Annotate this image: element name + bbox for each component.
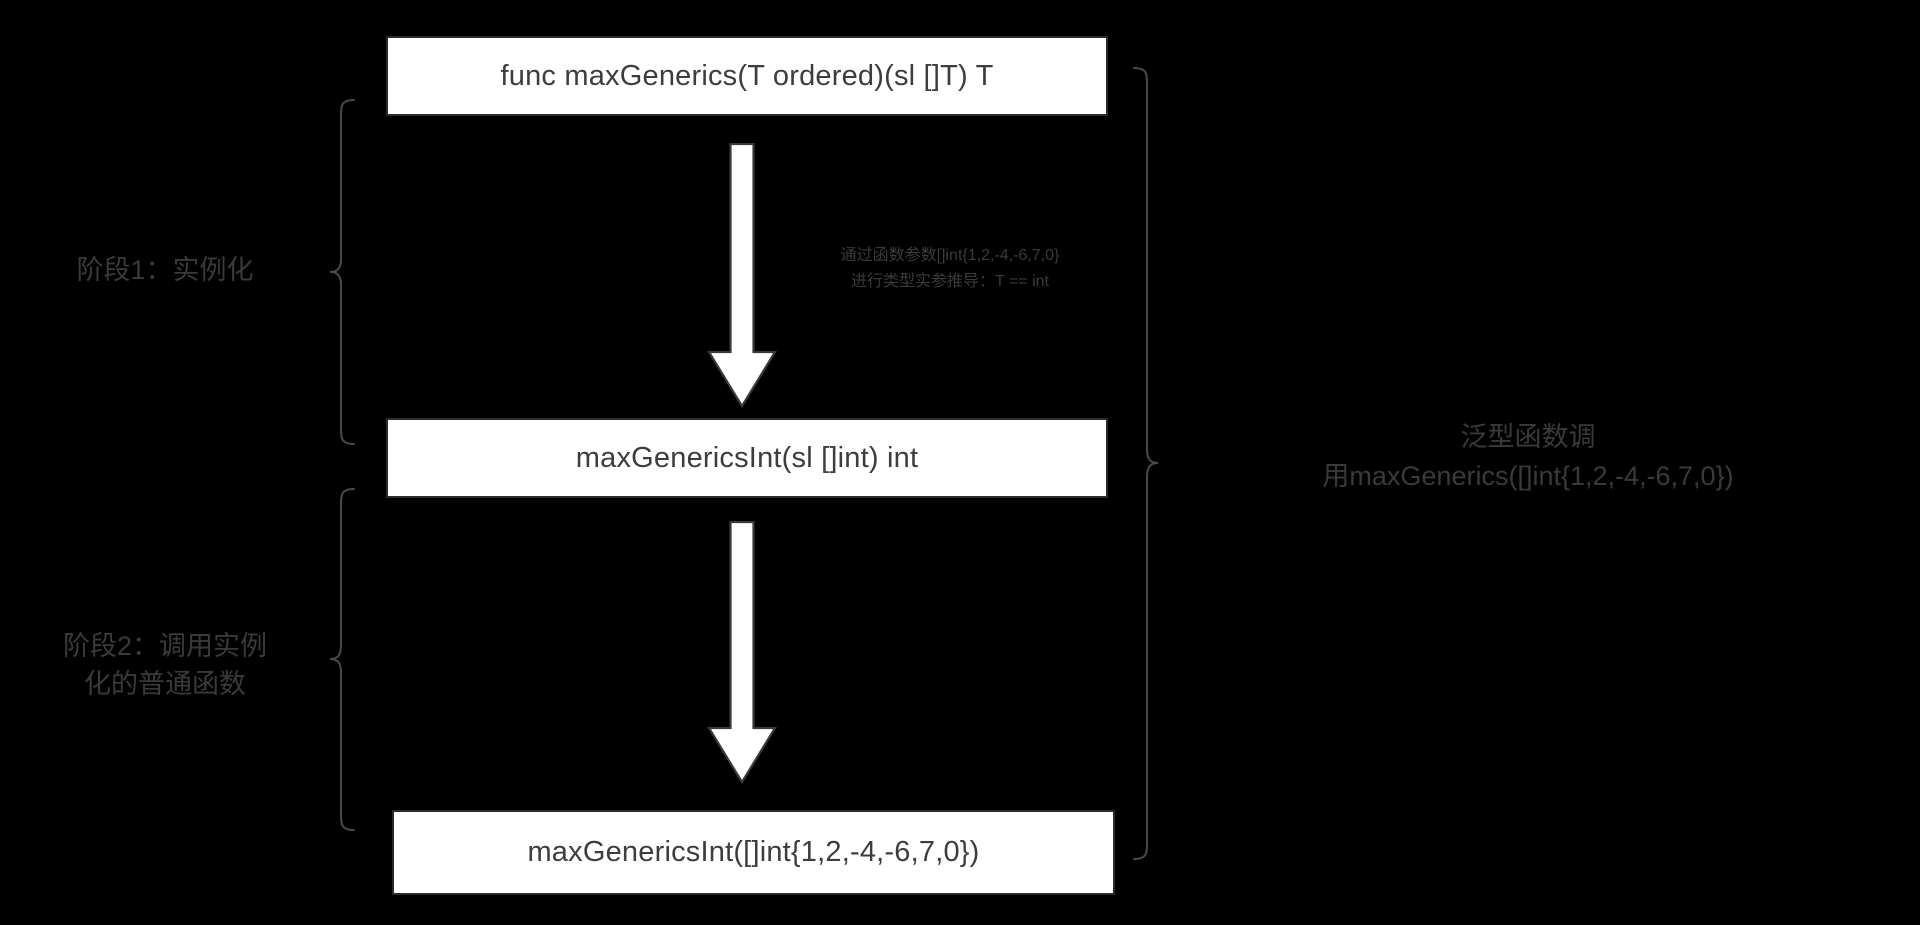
instantiated-function-box: maxGenericsInt(sl []int) int bbox=[386, 418, 1108, 498]
overall-call-label: 泛型函数调 用maxGenerics([]int{1,2,-4,-6,7,0}) bbox=[1322, 422, 1734, 492]
invocation-arrow bbox=[698, 520, 788, 785]
stage1-brace bbox=[320, 98, 356, 446]
overall-process-brace bbox=[1130, 66, 1168, 861]
stage2-brace bbox=[320, 487, 356, 832]
type-inference-annotation: 通过函数参数[]int{1,2,-4,-6,7,0} 进行类型实参推导：T ==… bbox=[840, 247, 1060, 290]
instantiation-arrow bbox=[698, 142, 788, 409]
stage1-label: 阶段1：实例化 bbox=[76, 255, 254, 285]
generic-function-signature-box: func maxGenerics(T ordered)(sl []T) T bbox=[386, 36, 1108, 116]
concrete-call-box: maxGenericsInt([]int{1,2,-4,-6,7,0}) bbox=[392, 810, 1115, 895]
stage2-label: 阶段2：调用实例 化的普通函数 bbox=[62, 631, 268, 700]
